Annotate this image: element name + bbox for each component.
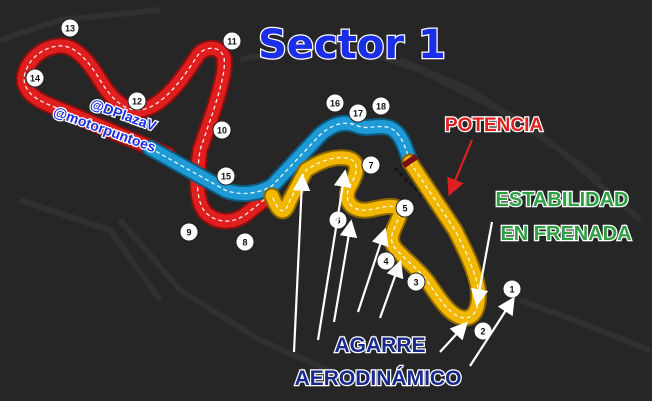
svg-text:3: 3 (413, 278, 418, 288)
corner-marker-8: 8 (235, 232, 255, 252)
svg-text:12: 12 (132, 97, 142, 107)
agarre-arrows (292, 169, 515, 367)
label-potencia: POTENCIA (445, 115, 543, 136)
label-estabilidad-line1: ESTABILIDAD (496, 189, 629, 211)
svg-text:5: 5 (402, 204, 407, 214)
corner-marker-14: 14 (25, 68, 45, 88)
corner-marker-16: 16 (325, 93, 345, 113)
corner-marker-9: 9 (179, 222, 199, 242)
corner-marker-3: 3 (406, 272, 426, 292)
svg-text:11: 11 (227, 37, 237, 47)
svg-text:14: 14 (30, 74, 40, 84)
diagram-title: Sector 1 (258, 22, 446, 68)
corner-marker-11: 11 (222, 31, 242, 51)
corner-marker-4: 4 (376, 251, 396, 271)
svg-text:8: 8 (242, 238, 247, 248)
label-agarre-line1: AGARRE (334, 334, 425, 357)
svg-text:9: 9 (186, 228, 191, 238)
finish-line-marker (401, 153, 419, 169)
corner-marker-15: 15 (216, 166, 236, 186)
svg-text:1: 1 (509, 285, 514, 295)
potencia-arrow (447, 139, 474, 197)
svg-text:18: 18 (376, 102, 386, 112)
track-sector-red (15, 37, 279, 230)
corner-marker-7: 7 (361, 155, 381, 175)
svg-text:16: 16 (330, 99, 340, 109)
track-sector-yellow (263, 149, 487, 327)
corner-marker-1: 1 (502, 279, 522, 299)
track-sector-blue (141, 114, 419, 202)
label-agarre-line2: AERODINÁMICO (295, 367, 462, 390)
background-roads (0, 7, 652, 383)
label-estabilidad-line2: EN FRENADA (500, 223, 631, 245)
svg-text:10: 10 (217, 126, 227, 136)
corner-marker-5: 5 (395, 198, 415, 218)
svg-text:15: 15 (221, 172, 231, 182)
svg-text:4: 4 (383, 257, 388, 267)
estabilidad-arrow (470, 221, 494, 307)
corner-marker-17: 17 (348, 103, 368, 123)
svg-text:17: 17 (353, 109, 363, 119)
svg-text:2: 2 (480, 327, 485, 337)
corner-marker-2: 2 (473, 321, 493, 341)
svg-text:13: 13 (65, 24, 75, 34)
corner-marker-18: 18 (371, 96, 391, 116)
corner-marker-10: 10 (212, 120, 232, 140)
svg-text:7: 7 (368, 161, 373, 171)
corner-marker-13: 13 (60, 18, 80, 38)
corner-marker-12: 12 (127, 91, 147, 111)
